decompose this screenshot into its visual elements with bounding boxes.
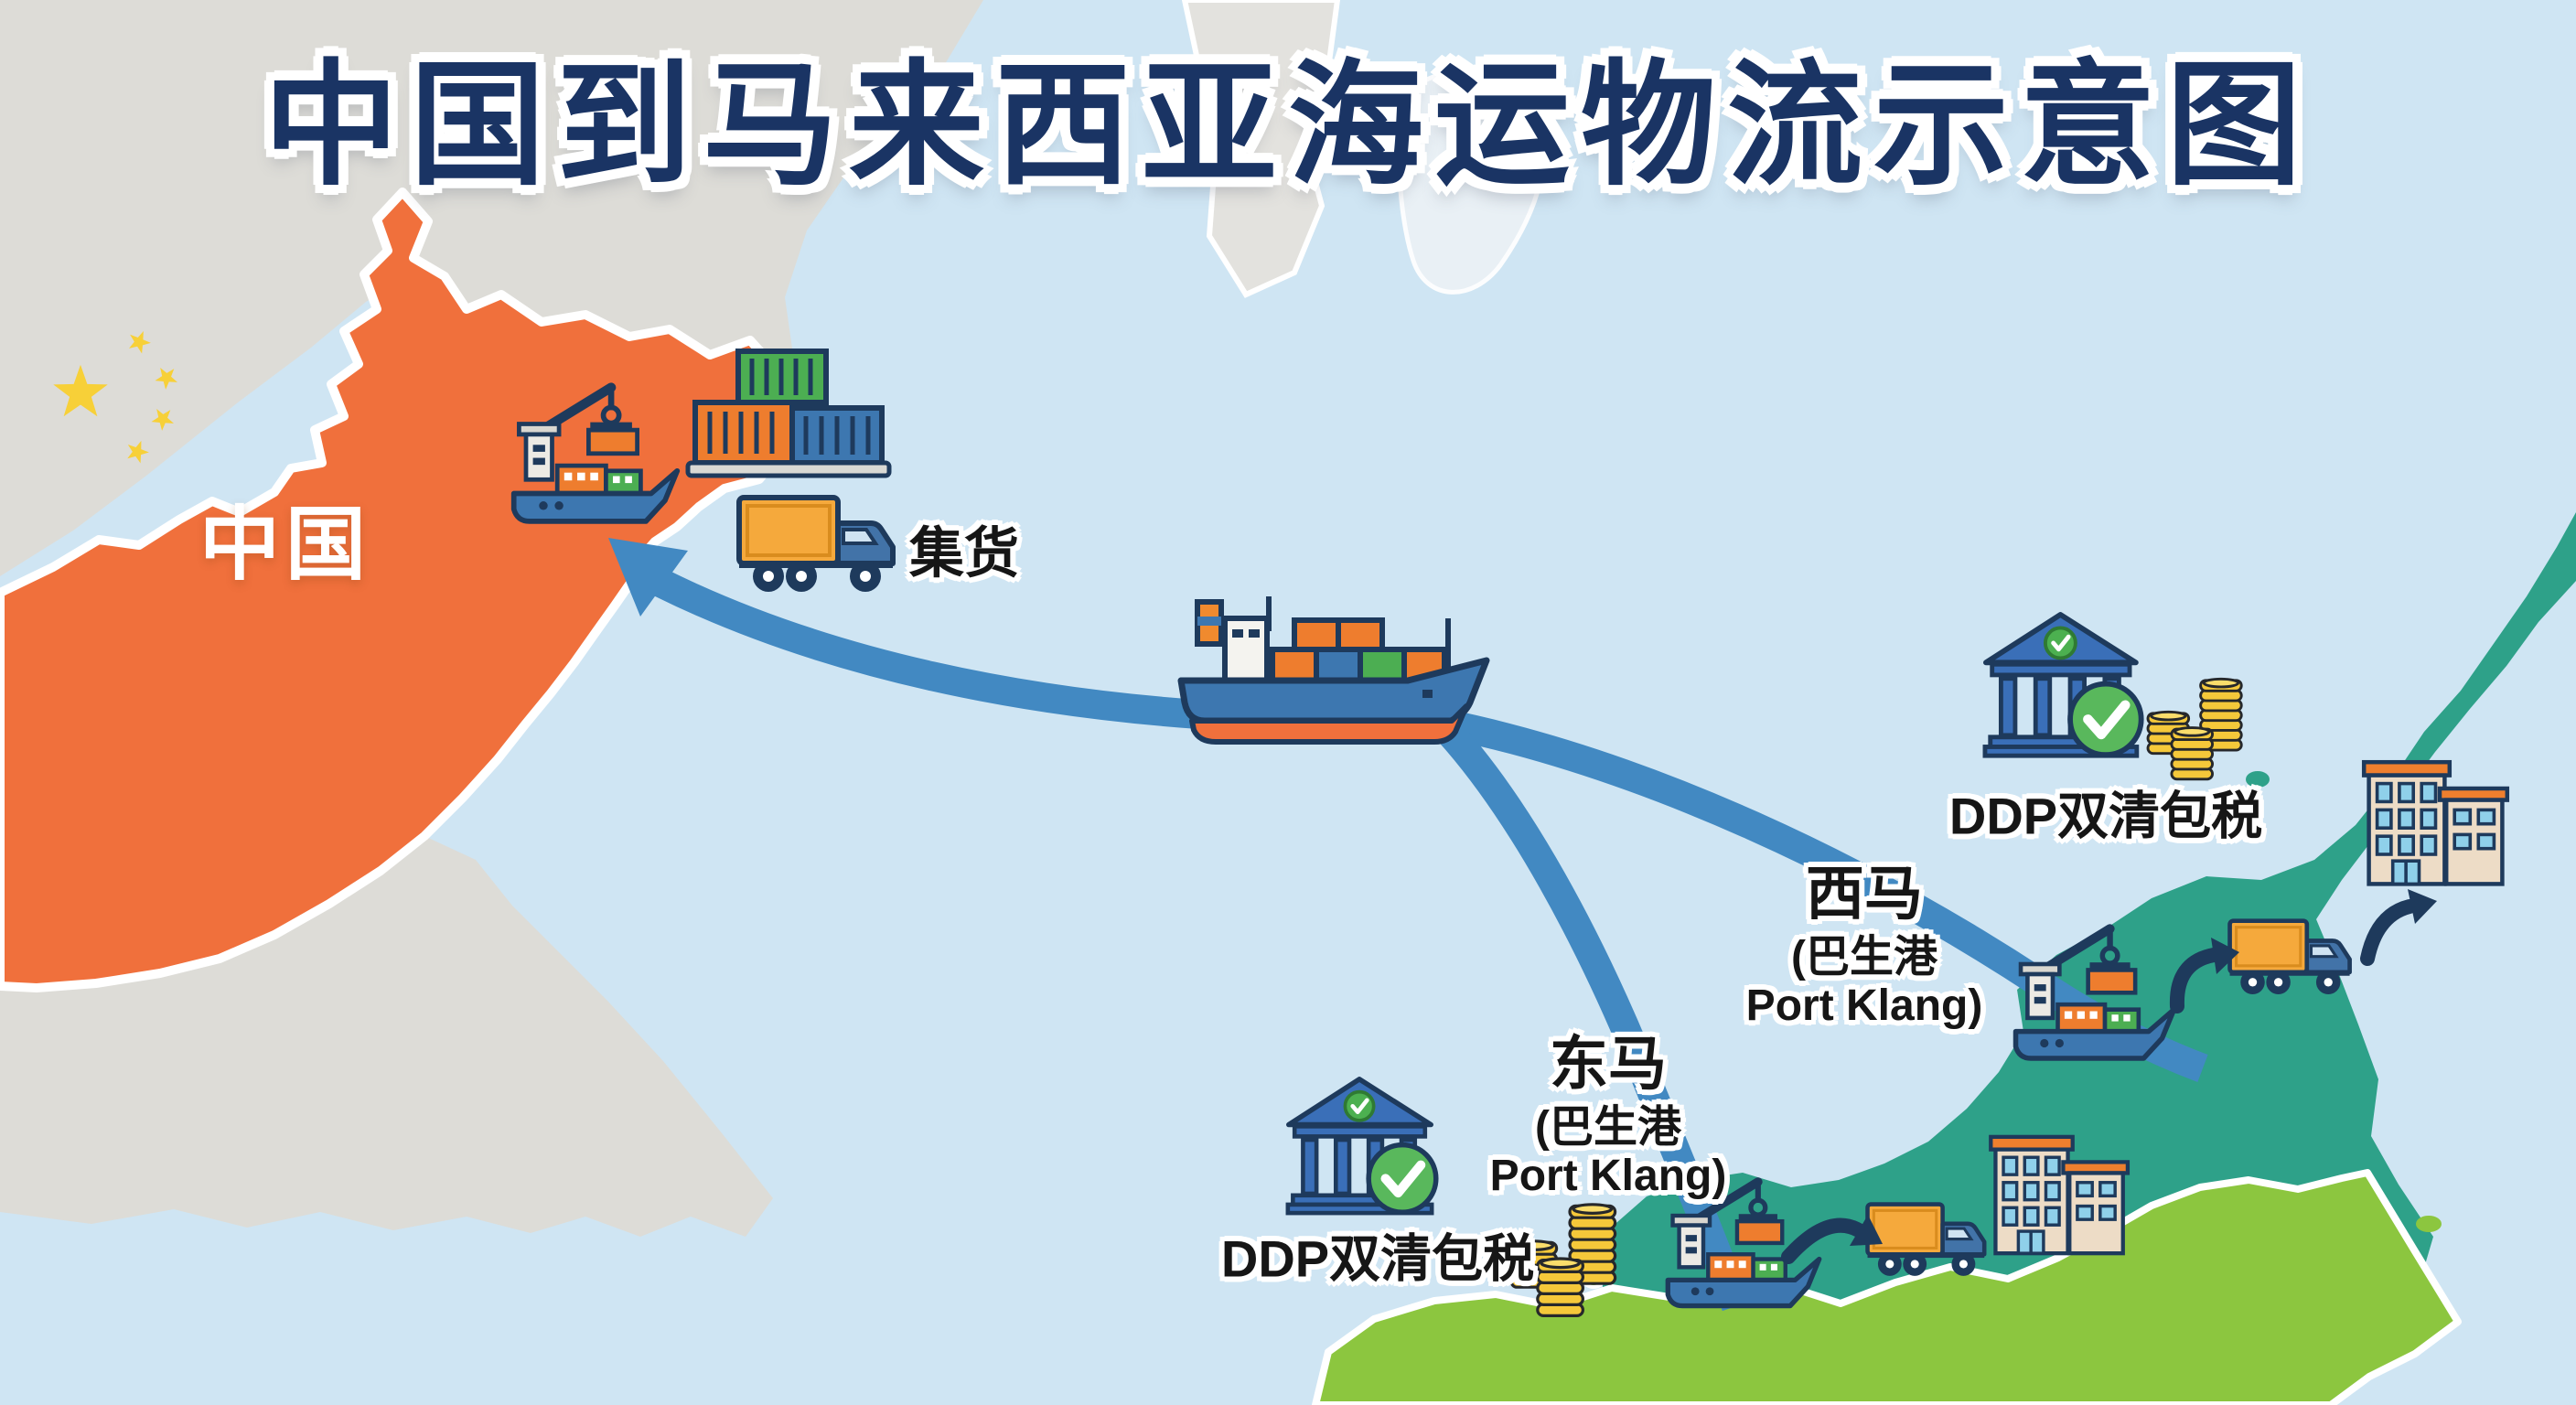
arrow-truck-to-buildings bbox=[2360, 899, 2417, 966]
delivery-arrowheads bbox=[1850, 889, 2437, 1246]
route-east-malaysia bbox=[1430, 713, 1751, 1312]
east-malaysia-port-en: Port Klang) bbox=[1489, 1152, 1727, 1201]
west-malaysia-port-cn: (巴生港 bbox=[1791, 932, 1937, 981]
indochina-faded bbox=[0, 836, 773, 1237]
west-malaysia-map bbox=[1312, 1169, 2462, 1405]
west-malaysia-port-en: Port Klang) bbox=[1745, 981, 1983, 1031]
east-malaysia-name: 东马 bbox=[1550, 1031, 1667, 1097]
small-island bbox=[2416, 1216, 2442, 1232]
arrow-port-to-truck-east bbox=[1781, 1217, 1866, 1264]
arrow-to-truck-borneo bbox=[2169, 948, 2221, 1014]
east-malaysia-label: 东马 (巴生港 Port Klang) bbox=[1489, 1031, 1727, 1201]
route-arrowhead-china bbox=[608, 538, 688, 617]
ddp-label-west: DDP双清包税 bbox=[1948, 787, 2263, 845]
china-label: 中国 bbox=[199, 499, 372, 590]
delivery-arrows bbox=[1781, 899, 2417, 1264]
consolidation-label: 集货 bbox=[909, 522, 1019, 585]
west-malaysia-label: 西马 (巴生港 Port Klang) bbox=[1745, 861, 1983, 1031]
diagram-title: 中国到马来西亚海运物流示意图 bbox=[263, 50, 2313, 201]
east-malaysia-port-cn: (巴生港 bbox=[1535, 1102, 1681, 1152]
west-malaysia-name: 西马 bbox=[1806, 861, 1923, 927]
japan-islands-faded bbox=[1397, 68, 1546, 295]
ddp-label-east: DDP双清包税 bbox=[1220, 1229, 1535, 1288]
small-island bbox=[2246, 771, 2270, 788]
neighbor-landmass bbox=[0, 0, 1546, 1237]
korea-peninsula-faded bbox=[1181, 0, 1341, 298]
